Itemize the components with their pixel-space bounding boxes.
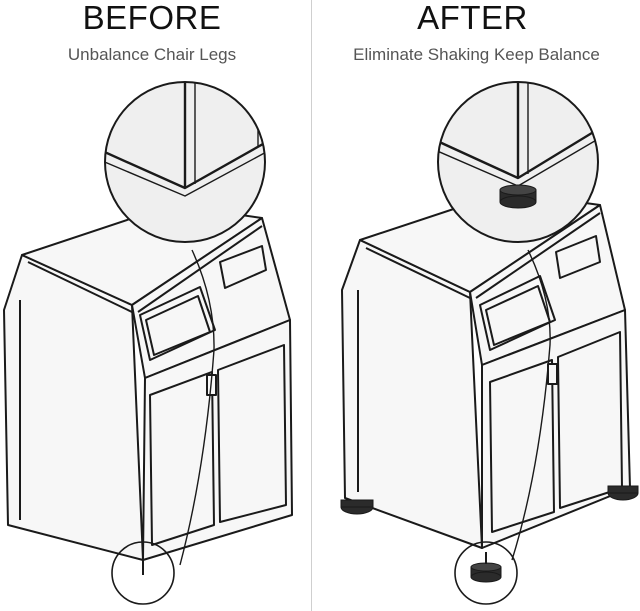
after-zoom-pad [499, 184, 537, 209]
before-display [219, 245, 267, 289]
after-screen [479, 275, 556, 351]
after-zoom-top [437, 81, 599, 243]
after-display [555, 235, 601, 279]
before-zoom-foot [111, 541, 175, 605]
before-screen [139, 286, 216, 361]
before-panel: BEFORE Unbalance Chair Legs [0, 0, 312, 611]
before-title: BEFORE [82, 0, 222, 36]
before-subtitle: Unbalance Chair Legs [67, 45, 237, 64]
after-title: AFTER [417, 0, 528, 36]
after-zoom-foot [454, 541, 518, 605]
panel-divider [311, 0, 312, 611]
before-door-left [149, 371, 215, 546]
before-door-right [217, 344, 287, 523]
before-zoom-top [104, 81, 266, 243]
after-pads [340, 485, 639, 515]
after-door-right [557, 331, 623, 509]
after-door-handle [547, 363, 558, 385]
before-machine-illustration [3, 204, 293, 566]
after-subtitle: Eliminate Shaking Keep Balance [353, 45, 600, 64]
after-door-left [489, 359, 555, 533]
after-panel: AFTER Eliminate Shaking Keep Balance [313, 0, 640, 611]
after-machine-illustration [341, 191, 631, 561]
